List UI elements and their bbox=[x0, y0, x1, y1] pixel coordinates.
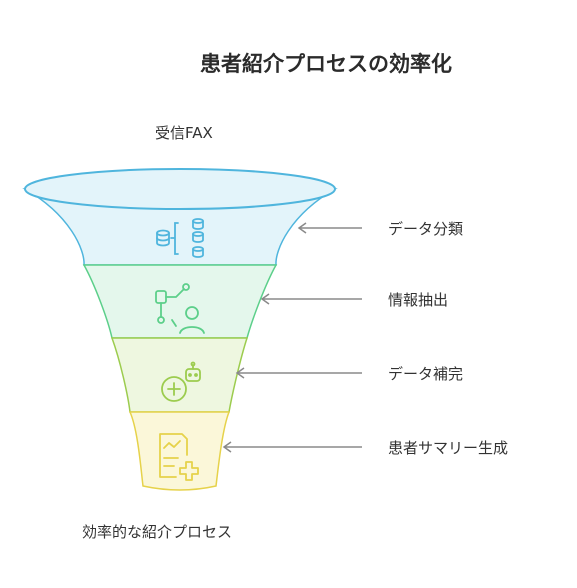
stage-label-1: データ分類 bbox=[388, 220, 463, 238]
funnel-input-label: 受信FAX bbox=[155, 124, 213, 142]
stage-label-3: データ補完 bbox=[388, 365, 463, 383]
robot-add-icon bbox=[161, 361, 201, 402]
stage-label-4: 患者サマリー生成 bbox=[388, 439, 508, 457]
arrow-stage-4 bbox=[222, 441, 362, 453]
funnel-stage-3 bbox=[110, 337, 249, 413]
arrow-stage-2 bbox=[260, 293, 362, 305]
funnel-output-label: 効率的な紹介プロセス bbox=[82, 523, 233, 541]
stage-arrows bbox=[222, 222, 362, 453]
arrow-stage-3 bbox=[235, 367, 362, 379]
diagram-title: 患者紹介プロセスの効率化 bbox=[200, 52, 452, 76]
funnel-stage-2 bbox=[82, 264, 278, 339]
document-add-icon bbox=[159, 433, 199, 481]
workflow-person-icon bbox=[155, 283, 205, 334]
arrow-stage-1 bbox=[297, 222, 362, 234]
funnel-stage-4 bbox=[128, 411, 231, 491]
funnel-top-rim bbox=[24, 168, 336, 210]
stage-label-2: 情報抽出 bbox=[388, 291, 448, 309]
data-sort-icon bbox=[156, 218, 204, 258]
